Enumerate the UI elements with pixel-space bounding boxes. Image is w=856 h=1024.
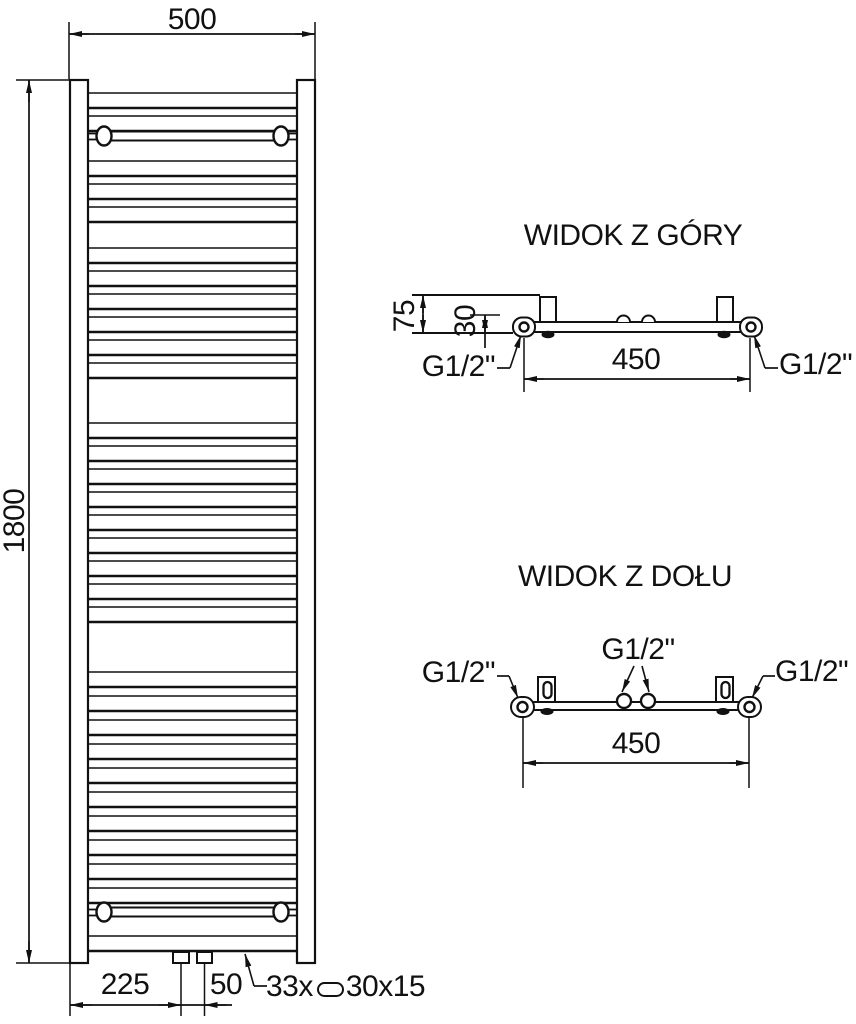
- dim-offset-label: 225: [100, 968, 150, 1001]
- oval-profile-icon: [316, 982, 344, 997]
- dim-spacing-label: 50: [209, 968, 243, 1001]
- bottom-view-linework: [497, 665, 775, 788]
- thread-label-top-right: G1/2": [779, 348, 853, 381]
- dim-width-label: 500: [167, 3, 217, 36]
- front-view-linework: [16, 22, 317, 1016]
- rung-profile-label: 30x15: [345, 970, 426, 1003]
- top-view-linework: [412, 294, 778, 392]
- thread-label-top-left: G1/2": [421, 350, 496, 383]
- bottom-view-title: WIDOK Z DOŁU: [517, 560, 733, 593]
- rung-annotation: 33x 30x15: [266, 970, 426, 1003]
- rung-count-label: 33x: [266, 970, 313, 1003]
- dim-span-top-label: 450: [611, 343, 661, 376]
- dim-span-bottom-label: 450: [611, 727, 661, 760]
- dim-depth-label: 75: [388, 299, 421, 333]
- dim-height-label: 1800: [0, 488, 31, 554]
- dim-tube-label: 30: [449, 304, 482, 338]
- thread-label-bottom-left: G1/2": [421, 656, 496, 689]
- thread-label-bottom-right: G1/2": [775, 655, 849, 688]
- thread-label-bottom-center: G1/2": [601, 633, 675, 666]
- top-view-title: WIDOK Z GÓRY: [523, 219, 743, 252]
